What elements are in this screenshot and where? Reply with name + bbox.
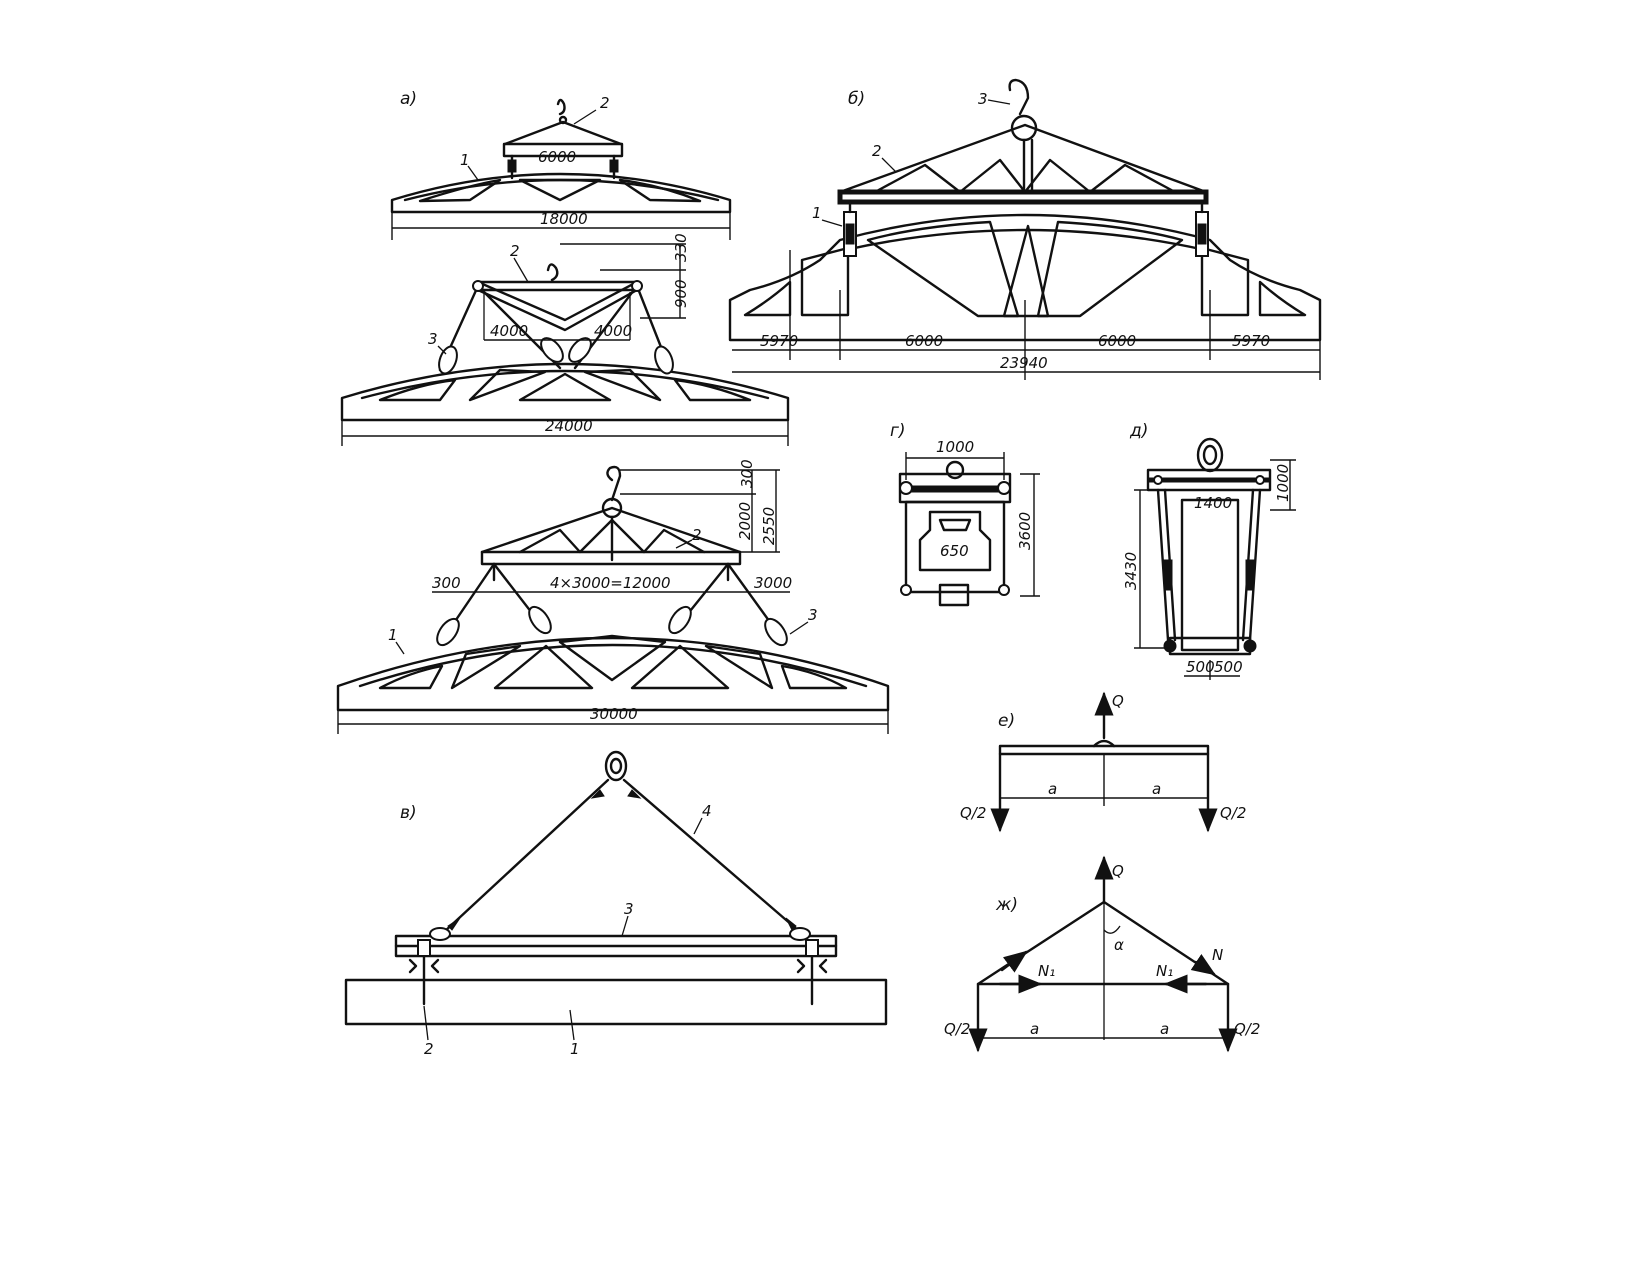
num-2-v: 2 xyxy=(424,1040,434,1058)
fig-zh-force-diagram: ж) Q α N₁ N₁ N a a Q/2 Q/2 xyxy=(944,855,1260,1053)
dim-1000-d: 1000 xyxy=(1274,464,1292,502)
force-q-zh: Q xyxy=(1112,862,1124,880)
fig-a-mid-truss: 4000 4000 330 900 24000 2 3 xyxy=(340,233,790,446)
dim-6000-right: 6000 xyxy=(1098,332,1136,350)
num-2-mid: 2 xyxy=(510,242,520,260)
dim-5970-left: 5970 xyxy=(760,332,798,350)
dim-4000-right: 4000 xyxy=(594,322,632,340)
dim-3430: 3430 xyxy=(1122,552,1140,590)
dim-330: 330 xyxy=(672,233,690,262)
dim-300-left: 300 xyxy=(432,574,461,592)
num-1-v: 1 xyxy=(570,1040,580,1058)
dim-18000: 18000 xyxy=(540,210,588,228)
dim-4000-left: 4000 xyxy=(490,322,528,340)
angle-alpha: α xyxy=(1114,936,1124,954)
dim-2550: 2550 xyxy=(760,507,778,545)
dim-a-left-e: a xyxy=(1048,780,1057,798)
dim-500-right: 500 xyxy=(1214,658,1243,676)
dim-30000: 30000 xyxy=(590,705,638,723)
force-q2-right-e: Q/2 xyxy=(1220,804,1246,822)
fig-d-gripper: д) 1000 3430 1400 500 500 xyxy=(1122,421,1296,680)
dim-a-right-e: a xyxy=(1152,780,1161,798)
force-n1-right: N₁ xyxy=(1156,962,1173,980)
force-q2-left-e: Q/2 xyxy=(960,804,986,822)
label-b: б) xyxy=(848,89,865,109)
force-n: N xyxy=(1212,946,1223,964)
fig-b-beam: б) 5970 6000 6000 xyxy=(728,78,1322,380)
label-v: в) xyxy=(400,803,417,823)
dim-1000-g: 1000 xyxy=(936,438,974,456)
fig-a-large-truss: 4×3000=12000 300 3000 300 2000 2550 3000… xyxy=(336,459,890,734)
num-1-large: 1 xyxy=(388,626,398,644)
dim-2000: 2000 xyxy=(736,502,754,540)
dim-12000: 4×3000=12000 xyxy=(550,574,671,592)
dim-23940: 23940 xyxy=(1000,354,1048,372)
dim-300-top: 300 xyxy=(738,459,756,488)
force-n1-left: N₁ xyxy=(1038,962,1055,980)
dim-1400: 1400 xyxy=(1194,494,1232,512)
num-1-a: 1 xyxy=(460,151,470,169)
fig-e-force-diagram: е) Q a a Q/2 Q/2 xyxy=(960,691,1246,833)
label-d: д) xyxy=(1129,421,1148,441)
label-g: г) xyxy=(890,421,906,441)
num-3-mid: 3 xyxy=(428,330,438,348)
label-zh: ж) xyxy=(995,895,1018,915)
num-1-b: 1 xyxy=(812,204,822,222)
dim-3000-right: 3000 xyxy=(754,574,792,592)
fig-g-gripper: г) 1000 3600 650 xyxy=(890,421,1040,607)
dim-6000-left: 6000 xyxy=(905,332,943,350)
dim-6000-a: 6000 xyxy=(538,148,576,166)
num-3-b: 3 xyxy=(978,90,988,108)
dim-a-right-zh: a xyxy=(1160,1020,1169,1038)
dim-a-left-zh: a xyxy=(1030,1020,1039,1038)
num-4-v: 4 xyxy=(702,802,712,820)
dim-500-left: 500 xyxy=(1186,658,1215,676)
num-3-v: 3 xyxy=(624,900,634,918)
dim-3600: 3600 xyxy=(1016,512,1034,550)
num-2-a: 2 xyxy=(600,94,610,112)
num-2-large: 2 xyxy=(692,526,702,544)
force-q2-right-zh: Q/2 xyxy=(1234,1020,1260,1038)
force-q-e: Q xyxy=(1112,692,1124,710)
label-e: е) xyxy=(998,711,1015,731)
dim-24000: 24000 xyxy=(545,417,593,435)
fig-v-beam-lift: в) 3 4 2 1 xyxy=(344,750,888,1058)
fig-a-small-truss: а) 6000 18000 1 2 xyxy=(390,89,732,240)
num-3-large: 3 xyxy=(808,606,818,624)
dim-5970-right: 5970 xyxy=(1232,332,1270,350)
force-q2-left-zh: Q/2 xyxy=(944,1020,970,1038)
num-2-b: 2 xyxy=(872,142,882,160)
label-a: а) xyxy=(400,89,417,109)
dim-900: 900 xyxy=(672,279,690,308)
dim-650: 650 xyxy=(940,542,969,560)
